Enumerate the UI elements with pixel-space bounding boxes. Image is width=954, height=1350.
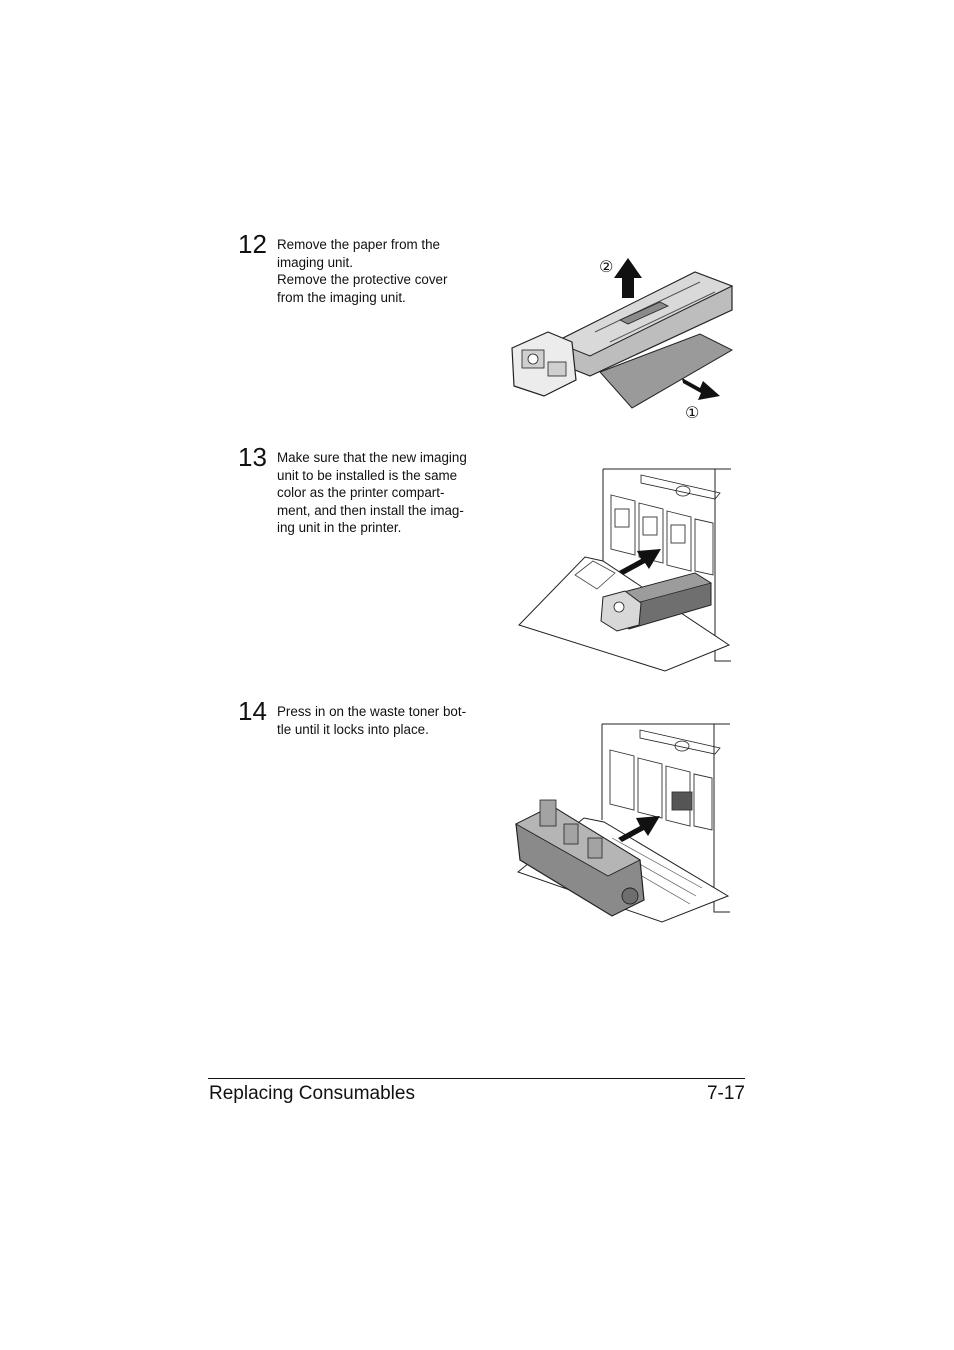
imaging-unit-remove-cover-illustration: ② ① — [511, 257, 734, 422]
install-imaging-unit-illustration — [518, 468, 731, 672]
step-instructions: Make sure that the new imaging unit to b… — [277, 450, 467, 536]
step-number: 12 — [238, 229, 267, 259]
step-instructions: Remove the paper from the imaging unit. … — [277, 237, 448, 305]
arrow-up-icon — [614, 258, 642, 298]
step-number: 14 — [238, 696, 267, 726]
arrow-right-icon — [682, 378, 720, 400]
callout-1: ① — [685, 403, 699, 422]
page-number: 7-17 — [706, 1083, 745, 1104]
insert-arrow-icon — [619, 549, 661, 575]
footer-section-title: Replacing Consumables — [209, 1083, 415, 1104]
footer-divider — [208, 1078, 745, 1079]
push-arrow-icon — [618, 816, 660, 842]
callout-2: ② — [599, 257, 613, 276]
step-number: 13 — [238, 442, 267, 472]
waste-toner-bottle-illustration — [515, 723, 730, 923]
step-instructions: Press in on the waste toner bot- tle unt… — [277, 704, 467, 737]
